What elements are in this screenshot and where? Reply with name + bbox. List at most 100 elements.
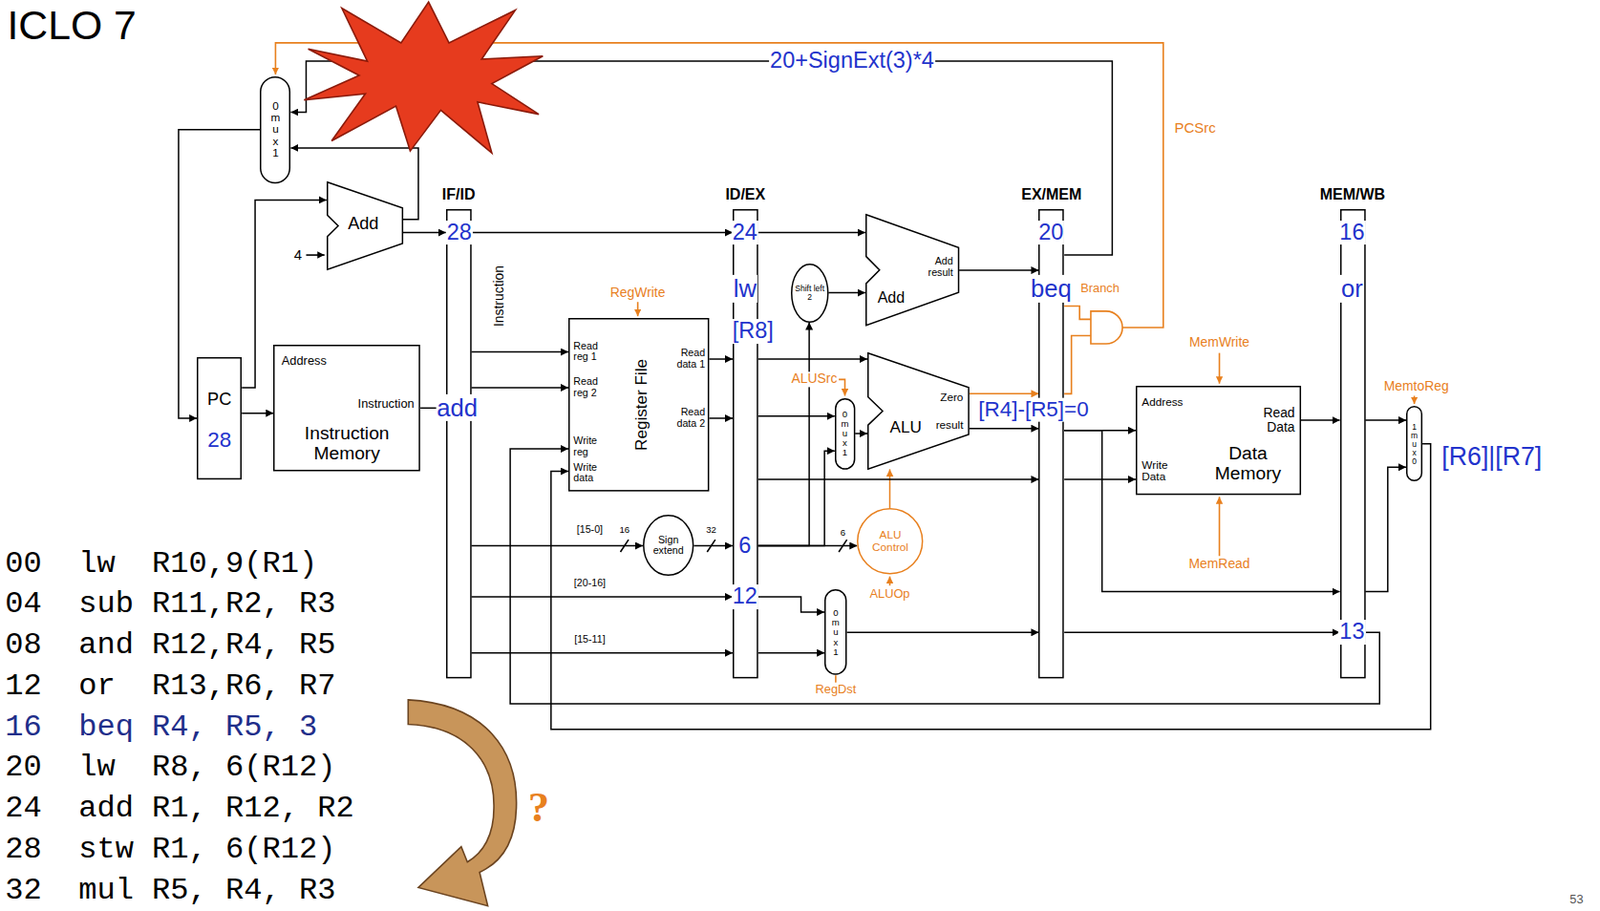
code-line: 04 sub R11,R2, R3 [3,588,337,622]
bit-field: [15-0] [576,525,604,537]
shape-outline [196,357,242,480]
code-line: 32 mul R5, R4, R3 [3,874,337,908]
datapath-wire [847,632,1040,635]
node-text: 0 mux 1 [270,100,281,160]
instruction-name: or [1340,275,1365,302]
node-text: Read data 1 [670,347,705,371]
datapath-wire [758,545,858,548]
node-text: Read reg 2 [573,376,608,400]
datapath-wire [1064,478,1136,481]
register-value: 6 [737,533,752,559]
register-value: [R4]-[R5]=0 [977,398,1089,423]
node-text: result [936,419,964,432]
register-value: [R6]|[R7] [1440,443,1543,471]
register-heading: IF/ID [442,186,476,204]
regdst-wire [834,675,837,683]
question-mark: ? [527,784,551,832]
datapath-wire [693,545,733,548]
datapath-wire [1365,419,1407,422]
instruction-name: beq [1029,275,1073,302]
datapath-wire [758,358,868,361]
node-text: Add result [912,256,954,279]
datapath-wire [758,232,866,235]
instruction-name: add [435,394,479,422]
code-line: 08 and R12,R4, R5 [3,629,337,663]
memwrite-wire [1218,353,1221,384]
node-text: Address [1141,395,1183,408]
control-unit: ALU Control [856,508,923,575]
node-text: Register File [633,359,652,451]
control-signal: ALUOp [868,587,911,601]
code-line: 24 add R1, R12, R2 [3,791,355,826]
mux-symbol: 0 mux 1 [259,76,291,184]
datapath-wire [471,545,643,548]
control-signal: MemRead [1188,556,1252,572]
node-text: 0 mux 1 [832,608,841,657]
node-text: ALU [890,418,922,437]
bit-field: [15-11] [573,634,606,646]
datapath-wire [471,232,733,235]
bus-width: 16 [618,525,631,536]
node-text: Data Memory [1205,443,1292,484]
memread-wire [1218,496,1221,556]
datapath-wire [758,652,825,655]
datapath-wire [471,386,569,389]
bus-width: 6 [839,527,847,538]
control-signal: MemtoReg [1383,379,1451,394]
control-signal: RegWrite [609,285,667,300]
datapath-wire [959,269,1039,272]
alusrc-wire [838,379,845,396]
datapath-wire [969,427,1040,430]
node-text: Write Data [1141,459,1183,485]
datapath-wire [471,351,569,354]
datapath-wire [241,412,274,415]
datapath-wire [1365,467,1407,592]
register-heading: ID/EX [725,186,766,204]
node-text: Read reg 1 [573,341,608,364]
node-text: 28 [207,428,232,453]
bus-width: 32 [704,525,718,536]
node-text: Add [877,289,906,307]
node-text: Write data [573,462,608,486]
datapath-wire [758,450,835,546]
node-text: Zero [939,390,963,404]
register-value: 12 [731,584,759,610]
register-value: 24 [731,220,759,246]
node-text: Instruction Memory [277,422,417,463]
bit-field: [20-16] [573,577,607,590]
control-signal: ALUSrc [790,372,839,387]
register-value: 28 [446,220,473,246]
zero-wire [1064,335,1091,394]
shape-outline [446,209,472,679]
shape-outline [867,352,970,470]
datapath-wire [758,415,835,418]
datapath-wire [828,292,865,295]
control-signal: PCSrc [1173,119,1216,135]
datapath-wire [758,597,825,613]
datapath-wire [1301,419,1341,422]
datapath-wire [708,358,733,361]
node-text: Sign extend [647,534,689,558]
instruction-name: lw [732,275,758,302]
node-text: Shift left 2 [794,283,826,302]
node-text: Write reg [573,435,608,459]
control-signal: RegDst [814,682,858,697]
datapath-wire [969,393,1040,396]
code-line: 00 lw R10,9(R1) [3,547,319,581]
starburst [303,1,543,153]
curved-arrow [407,700,516,907]
constant-value: 4 [293,247,303,263]
datapath-wire [708,417,733,420]
data-memory: AddressRead DataWrite DataData Memory [1135,385,1302,495]
bus-name: Instruction [492,264,508,328]
node-text: 0 mux 1 [840,409,850,458]
datapath-wire [403,232,447,235]
control-signal: Branch [1079,281,1121,296]
regwrite-wire [637,301,640,317]
constant-wire [305,254,324,256]
node-text: Address [281,354,327,368]
memtoreg-wire [1413,396,1416,406]
branch-wire [1064,305,1091,320]
slide-title: ICLO 7 [5,1,137,47]
code-line: 28 stw R1, 6(R12) [3,832,337,867]
